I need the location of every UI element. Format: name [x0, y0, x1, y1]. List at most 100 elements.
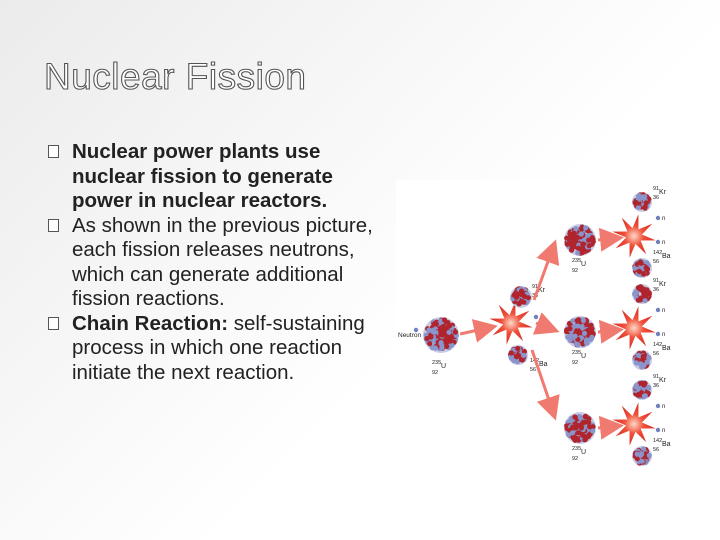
nucleon	[575, 323, 581, 329]
nucleon	[428, 334, 434, 340]
neutron-particle	[655, 307, 661, 313]
isotope-mass-label: 142	[653, 342, 662, 348]
bullet-list: Nuclear power plants use nuclear fission…	[48, 140, 384, 385]
neutron-particle	[655, 427, 661, 433]
nucleon	[576, 245, 582, 251]
nucleon	[643, 200, 649, 206]
nucleon	[581, 330, 588, 336]
nucleon	[438, 341, 444, 347]
nucleon	[439, 332, 445, 338]
isotope-symbol-label: Ba	[539, 361, 548, 368]
nucleon	[514, 354, 520, 360]
nucleon	[575, 250, 581, 256]
nucleon	[589, 334, 595, 340]
nucleon	[641, 271, 647, 277]
nucleon	[586, 419, 592, 425]
isotope-mass-label: 142	[653, 250, 662, 256]
bullet-item: Nuclear power plants use nuclear fission…	[48, 140, 384, 214]
nucleon	[646, 355, 652, 361]
neutron-particle	[655, 403, 661, 409]
bullet-term: Chain Reaction:	[72, 311, 229, 335]
nucleon	[580, 241, 586, 247]
bullet-box-icon	[48, 218, 59, 232]
isotope-mass-label: 235	[432, 360, 441, 366]
nucleon	[639, 451, 645, 457]
nucleon	[632, 291, 638, 297]
nucleon	[571, 436, 577, 442]
isotope-symbol-label: Kr	[659, 281, 667, 288]
nucleon	[633, 384, 639, 390]
nucleon	[427, 341, 433, 347]
nucleon	[568, 332, 574, 339]
bullet-item: As shown in the previous picture, each f…	[48, 214, 384, 312]
arrow	[532, 239, 560, 301]
nucleon	[577, 415, 583, 421]
bullet-text: Nuclear power plants use nuclear fission…	[72, 140, 333, 212]
nucleon	[567, 321, 573, 327]
neutron-n-label: n	[662, 216, 665, 222]
isotope-number-label: 56	[653, 447, 659, 453]
nucleon	[433, 321, 439, 327]
isotope-number-label: 36	[653, 195, 659, 201]
nucleon	[642, 291, 648, 297]
nucleon	[515, 345, 521, 352]
nucleon	[636, 268, 643, 275]
fission-flash	[612, 402, 656, 446]
nucleon	[641, 362, 647, 368]
isotope-symbol-label: Ba	[662, 441, 671, 448]
nucleon	[424, 335, 430, 342]
fission-flash	[612, 306, 656, 350]
isotope-number-label: 92	[572, 268, 578, 274]
nucleon	[633, 360, 639, 366]
neutron-n-label: n	[662, 428, 665, 434]
neutron-n-label: n	[662, 332, 665, 338]
neutron-particle	[655, 215, 661, 221]
nucleon	[575, 430, 581, 436]
isotope-number-label: 56	[530, 367, 536, 373]
nucleon	[580, 420, 586, 426]
nucleon	[586, 243, 592, 249]
nucleon	[584, 323, 590, 329]
isotope-number-label: 56	[653, 351, 659, 357]
nucleon	[442, 317, 448, 323]
isotope-number-label: 36	[653, 287, 659, 293]
nucleon	[443, 339, 450, 346]
nucleon	[426, 327, 432, 333]
neutron-particle	[655, 239, 661, 245]
arrow	[530, 349, 560, 421]
nucleon	[590, 236, 596, 242]
nucleon	[572, 333, 578, 339]
isotope-symbol-label: U	[581, 353, 586, 360]
nucleon	[575, 422, 581, 429]
isotope-symbol-label: Kr	[659, 377, 667, 384]
nucleon	[643, 265, 649, 271]
bullet-text: As shown in the previous picture, each f…	[72, 213, 373, 311]
nucleon	[446, 323, 453, 329]
bullet-box-icon	[48, 316, 59, 330]
nucleon	[577, 330, 583, 336]
nucleon	[578, 226, 584, 232]
isotope-number-label: 92	[572, 360, 578, 366]
nucleon	[564, 241, 570, 247]
bullet-box-icon	[48, 145, 59, 158]
nucleon	[508, 350, 514, 356]
slide-title: Nuclear Fission	[43, 55, 307, 97]
neutron-n-label: n	[662, 308, 665, 314]
nucleon	[587, 424, 593, 430]
nucleon	[432, 345, 438, 351]
nucleon	[589, 326, 595, 332]
nucleon	[521, 348, 527, 355]
fission-flash	[489, 301, 533, 345]
neutron-label: Neutron	[398, 332, 422, 339]
isotope-symbol-label: U	[581, 261, 586, 268]
isotope-mass-label: 235	[572, 446, 581, 452]
isotope-number-label: 92	[572, 456, 578, 462]
nucleon	[586, 237, 592, 243]
nucleon	[637, 296, 643, 302]
nucleon	[518, 357, 525, 363]
isotope-symbol-label: Ba	[662, 345, 671, 352]
nucleon	[578, 231, 584, 237]
isotope-symbol-label: Kr	[659, 189, 667, 196]
nucleon	[633, 200, 639, 206]
isotope-mass-label: 235	[572, 350, 581, 356]
